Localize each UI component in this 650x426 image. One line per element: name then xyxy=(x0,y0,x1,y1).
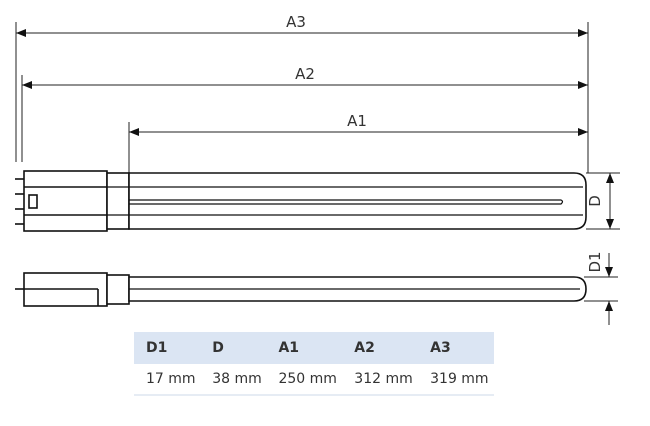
table-row: 17 mm 38 mm 250 mm 312 mm 319 mm xyxy=(134,364,494,396)
lamp-top-view xyxy=(15,272,587,307)
value-d: 38 mm xyxy=(200,364,267,396)
label-d: D xyxy=(586,195,604,207)
value-a1: 250 mm xyxy=(266,364,343,396)
label-a1: A1 xyxy=(347,112,367,130)
lamp-collar-2 xyxy=(106,274,130,305)
header-a2: A2 xyxy=(342,332,419,364)
value-a3: 319 mm xyxy=(418,364,494,396)
label-d1: D1 xyxy=(586,251,604,272)
header-d: D xyxy=(200,332,267,364)
lamp-tube xyxy=(128,172,587,230)
table-header-row: D1 D A1 A2 A3 xyxy=(134,332,494,364)
header-d1: D1 xyxy=(134,332,201,364)
header-a3: A3 xyxy=(418,332,494,364)
lamp-side-view xyxy=(15,170,587,232)
header-a1: A1 xyxy=(266,332,343,364)
value-d1: 17 mm xyxy=(134,364,201,396)
dimensions-table: D1 D A1 A2 A3 17 mm 38 mm 250 mm 312 mm … xyxy=(134,332,494,396)
lamp-collar xyxy=(106,172,130,230)
lamp-base xyxy=(23,170,108,232)
value-a2: 312 mm xyxy=(342,364,419,396)
label-a3: A3 xyxy=(286,13,306,31)
label-a2: A2 xyxy=(295,65,315,83)
